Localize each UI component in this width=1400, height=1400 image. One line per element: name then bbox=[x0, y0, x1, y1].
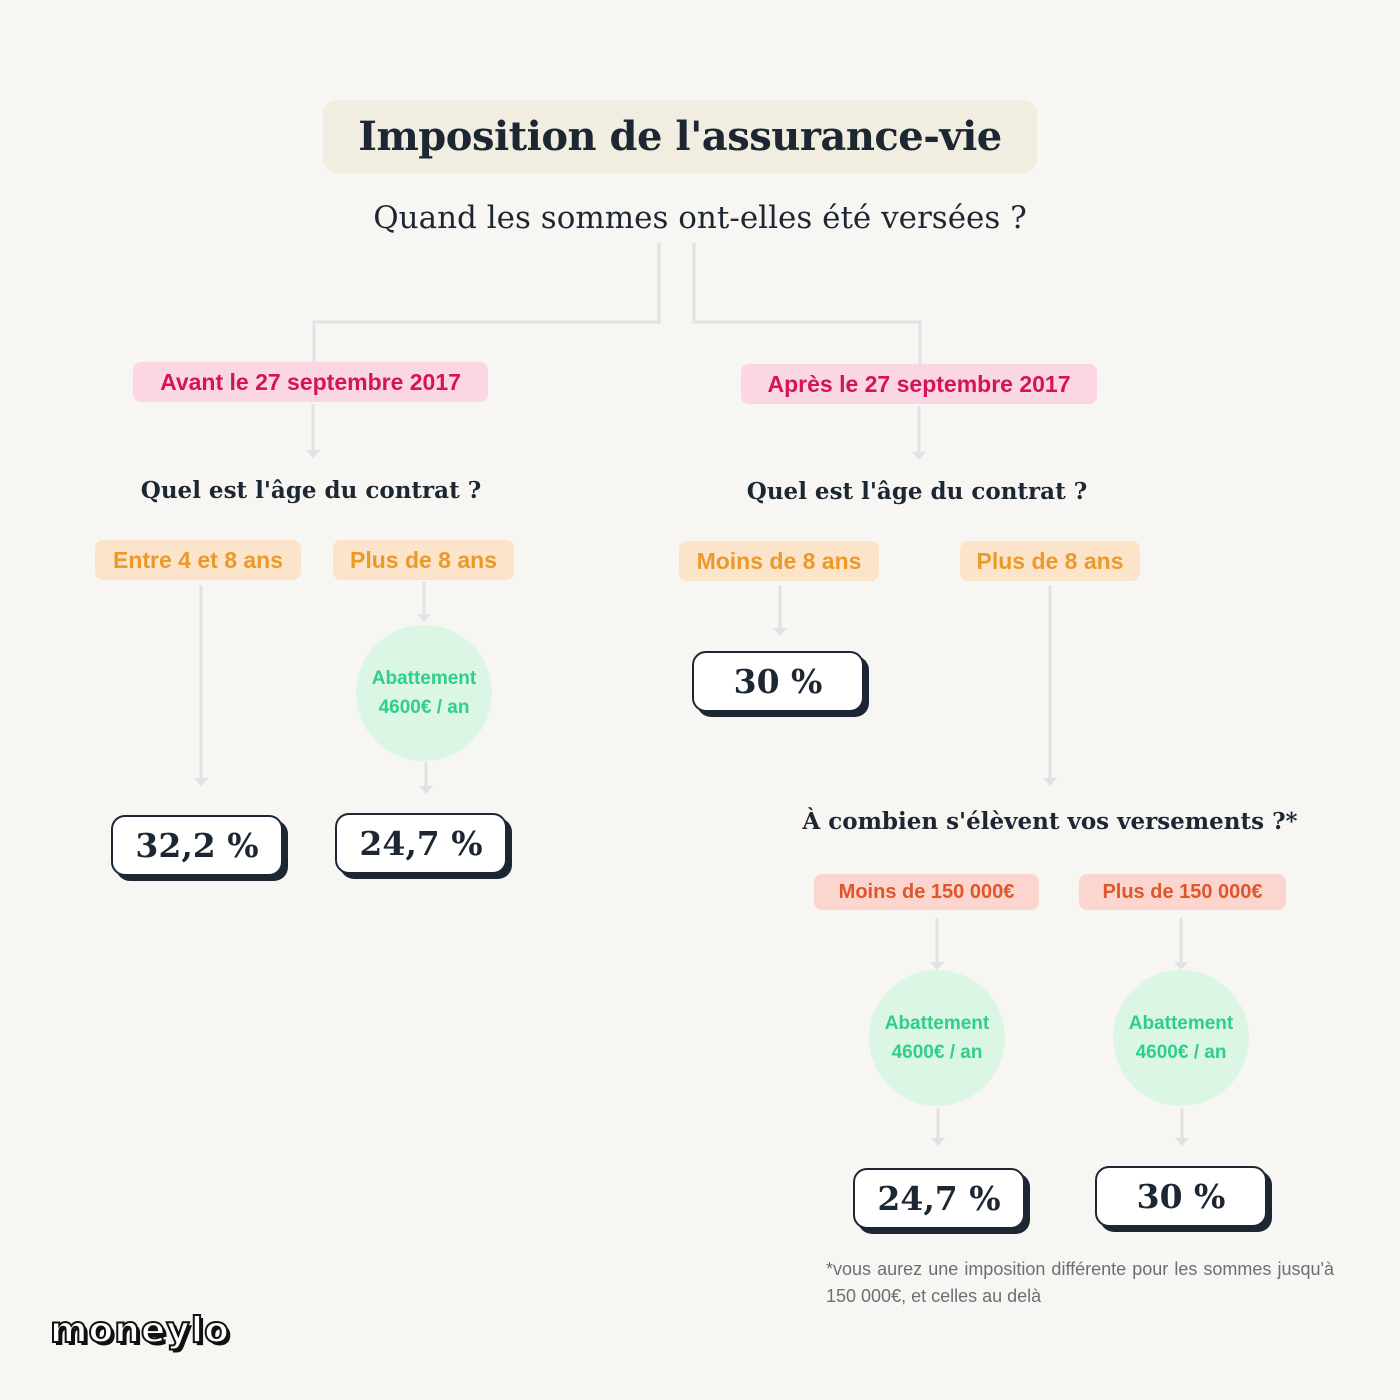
main-question: Quand les sommes ont-elles été versées ? bbox=[373, 200, 1027, 236]
title-banner: Imposition de l'assurance-vie bbox=[323, 100, 1037, 173]
under-150k-allowance-circle: Abattement 4600€ / an bbox=[869, 970, 1005, 1106]
left-allowance-circle: Abattement 4600€ / an bbox=[356, 625, 492, 761]
page-title: Imposition de l'assurance-vie bbox=[358, 113, 1002, 160]
deposit-amount-question: À combien s'élèvent vos versements ?* bbox=[802, 808, 1298, 835]
right-age-over-8-tag: Plus de 8 ans bbox=[960, 541, 1140, 581]
allowance-label: Abattement bbox=[371, 668, 477, 689]
footnote: *vous aurez une imposition différente po… bbox=[826, 1259, 1334, 1306]
over-150k-tag: Plus de 150 000€ bbox=[1079, 874, 1286, 910]
moneylo-logo: moneylo bbox=[49, 1309, 230, 1352]
rate-box-24-7-right: 24,7 % bbox=[853, 1168, 1025, 1229]
allowance-label: Abattement bbox=[1128, 1013, 1234, 1034]
allowance-amount: 4600€ / an bbox=[891, 1042, 983, 1063]
rate-box-32-2: 32,2 % bbox=[111, 815, 283, 876]
left-age-4-8-tag: Entre 4 et 8 ans bbox=[95, 540, 301, 580]
allowance-amount: 4600€ / an bbox=[378, 697, 470, 718]
rate-box-24-7-left: 24,7 % bbox=[335, 813, 507, 874]
right-age-under-8-tag: Moins de 8 ans bbox=[679, 541, 879, 581]
over-150k-allowance-circle: Abattement 4600€ / an bbox=[1113, 970, 1249, 1106]
left-age-over-8-tag: Plus de 8 ans bbox=[333, 540, 514, 580]
left-contract-age-question: Quel est l'âge du contrat ? bbox=[140, 477, 482, 504]
before-date-tag: Avant le 27 septembre 2017 bbox=[133, 362, 488, 402]
under-150k-tag: Moins de 150 000€ bbox=[814, 874, 1039, 910]
right-contract-age-question: Quel est l'âge du contrat ? bbox=[746, 478, 1088, 505]
rate-box-30-top: 30 % bbox=[692, 651, 864, 712]
after-date-tag: Après le 27 septembre 2017 bbox=[741, 364, 1097, 404]
rate-box-30-bottom: 30 % bbox=[1095, 1166, 1267, 1227]
allowance-amount: 4600€ / an bbox=[1135, 1042, 1227, 1063]
allowance-label: Abattement bbox=[884, 1013, 990, 1034]
